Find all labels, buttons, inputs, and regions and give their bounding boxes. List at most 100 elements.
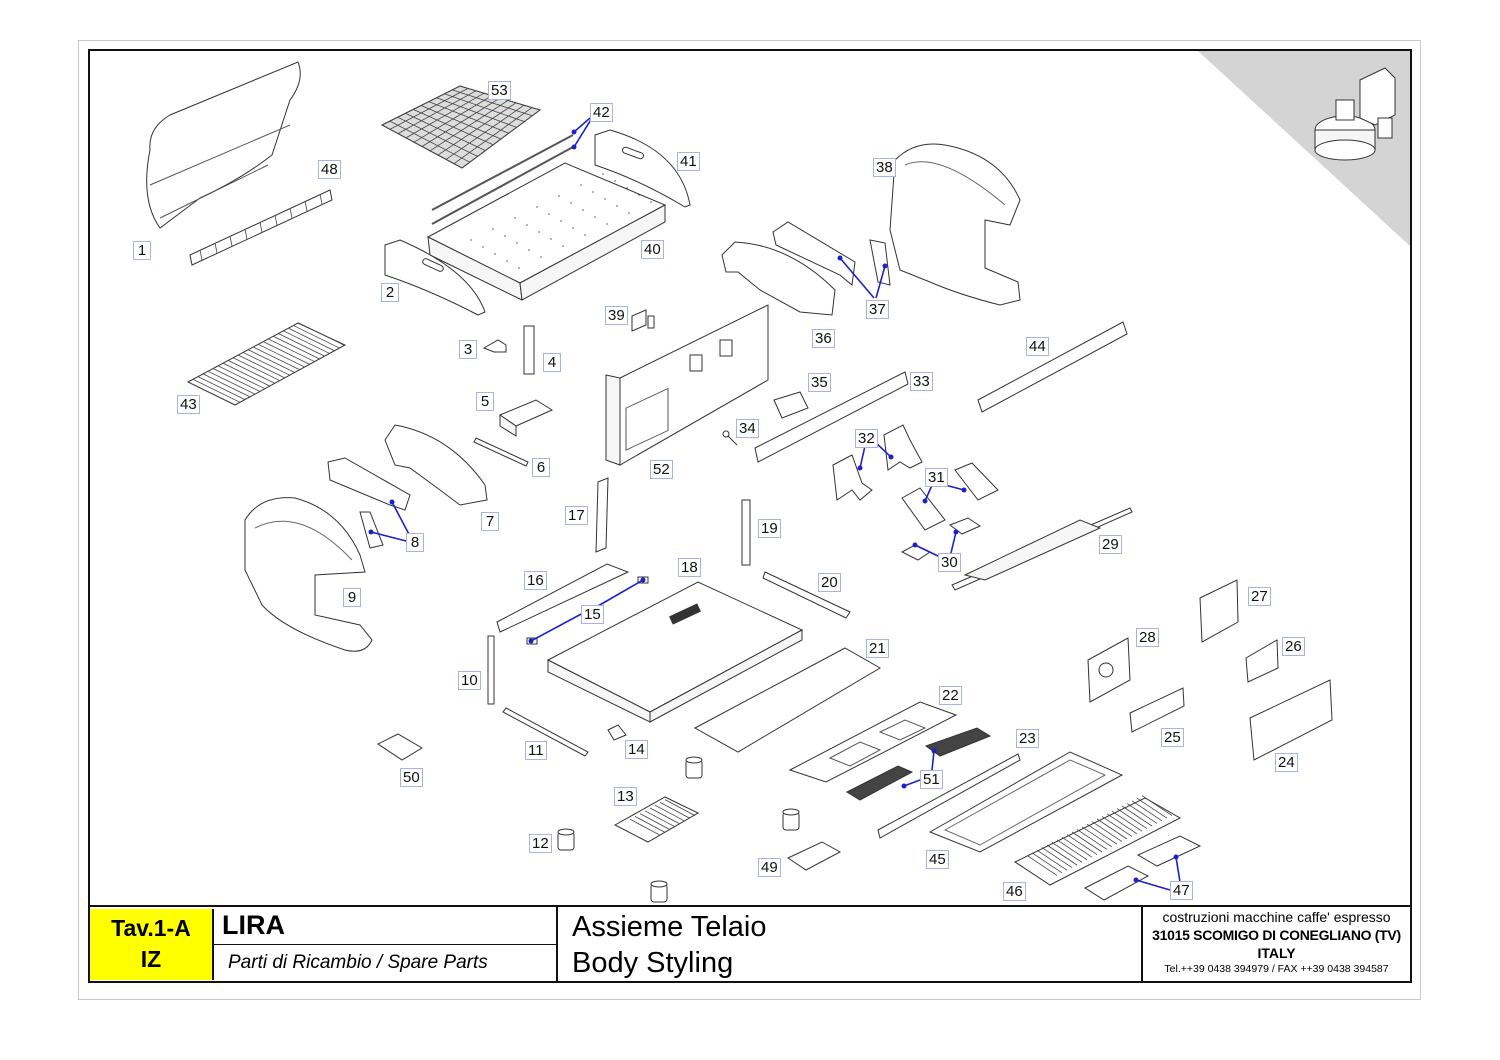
part-label-20: 20 (818, 573, 841, 592)
part-label-50: 50 (400, 768, 423, 787)
part-drawing-50 (377, 733, 423, 761)
part-drawing-33 (754, 371, 909, 463)
part-label-44: 44 (1026, 337, 1049, 356)
sheet-variant: IZ (140, 946, 162, 972)
part-drawing-21 (693, 647, 881, 753)
part-drawing-22 (788, 701, 958, 783)
part-drawing-31 (901, 462, 999, 531)
part-drawing-14 (607, 724, 627, 741)
leader-lines (368, 117, 1181, 891)
part-drawing-17 (595, 477, 609, 553)
part-drawing-46 (1013, 795, 1182, 886)
description-english: Body Styling (572, 947, 734, 979)
company-country: ITALY (1257, 945, 1296, 961)
part-label-33: 33 (910, 372, 933, 391)
part-drawing-26 (1245, 639, 1279, 683)
part-drawing-27 (1199, 579, 1239, 643)
assembly-description: Assieme Telaio Body Styling (558, 907, 1143, 981)
part-drawing-18 (546, 581, 804, 723)
part-drawing-19 (741, 499, 751, 566)
part-label-29: 29 (1099, 535, 1122, 554)
part-label-5: 5 (476, 392, 494, 411)
part-drawing-1 (146, 61, 301, 229)
part-label-11: 11 (525, 741, 547, 760)
part-drawing-43 (186, 322, 347, 406)
part-label-52: 52 (650, 460, 673, 479)
part-label-46: 46 (1003, 882, 1026, 901)
part-drawing-5 (498, 399, 554, 437)
part-label-45: 45 (926, 850, 949, 869)
part-label-19: 19 (758, 519, 781, 538)
part-label-43: 43 (177, 395, 200, 414)
company-address: 31015 SCOMIGO DI CONEGLIANO (TV) (1152, 927, 1401, 943)
part-label-25: 25 (1161, 728, 1184, 747)
part-label-48: 48 (318, 160, 341, 179)
part-label-22: 22 (939, 686, 962, 705)
part-label-28: 28 (1136, 628, 1159, 647)
part-drawing-38 (889, 143, 1021, 306)
part-drawing-32 (832, 424, 923, 501)
part-label-7: 7 (481, 512, 499, 531)
company-tagline: costruzioni macchine caffe' espresso (1162, 909, 1391, 925)
part-drawing-16 (496, 563, 630, 633)
part-label-23: 23 (1016, 729, 1039, 748)
part-label-10: 10 (458, 671, 481, 690)
part-label-37: 37 (866, 300, 889, 319)
part-drawing-7 (384, 424, 488, 506)
part-drawing-2 (384, 239, 486, 316)
part-drawing-6 (473, 437, 529, 467)
part-drawing-42 (431, 134, 574, 225)
part-label-26: 26 (1282, 637, 1305, 656)
sheet-subtitle: Parti di Ricambio / Spare Parts (214, 945, 558, 981)
part-label-47: 47 (1170, 881, 1193, 900)
part-drawing-35 (773, 391, 809, 419)
part-drawing-41 (594, 129, 691, 208)
part-drawing-12 (557, 828, 575, 851)
part-drawing-28 (1087, 637, 1131, 703)
part-drawing-34 (722, 430, 738, 446)
foot-drawing (685, 756, 703, 779)
part-label-1: 1 (133, 241, 151, 260)
part-label-17: 17 (565, 506, 588, 525)
corner-shade (1198, 51, 1410, 246)
part-drawing-25 (1129, 687, 1185, 733)
part-label-8: 8 (406, 533, 424, 552)
drawing-frame (88, 49, 1412, 983)
company-contact: Tel.++39 0438 394979 / FAX ++39 0438 394… (1164, 963, 1389, 975)
part-label-51: 51 (920, 770, 943, 789)
part-label-24: 24 (1275, 753, 1298, 772)
part-drawing-39 (631, 309, 655, 332)
part-drawing-29 (951, 507, 1133, 591)
part-drawing-48 (189, 189, 333, 266)
part-label-36: 36 (812, 329, 835, 348)
description-italian: Assieme Telaio (572, 911, 767, 943)
title-block: Tav.1-A IZ LIRA Parti di Ricambio / Spar… (88, 905, 1412, 983)
part-drawing-9 (244, 497, 373, 652)
company-info: costruzioni macchine caffe' espresso 310… (1143, 907, 1410, 981)
part-label-14: 14 (625, 740, 648, 759)
foot-drawing (782, 808, 800, 831)
inset-component-drawing (1314, 67, 1396, 161)
part-drawing-53 (380, 85, 542, 169)
part-label-41: 41 (677, 152, 700, 171)
part-label-38: 38 (873, 158, 896, 177)
part-label-2: 2 (381, 283, 399, 302)
part-drawing-13 (613, 796, 700, 843)
part-drawing-52 (605, 304, 769, 466)
part-drawing-3 (482, 339, 507, 353)
model-name: LIRA (214, 907, 558, 945)
part-label-53: 53 (488, 81, 511, 100)
part-drawing-20 (762, 571, 851, 619)
part-drawing-37 (772, 221, 891, 286)
part-drawing-45 (928, 751, 1124, 853)
part-drawing-44 (977, 321, 1128, 413)
part-drawing-47 (1083, 835, 1202, 901)
part-drawing-4 (523, 325, 535, 375)
part-label-6: 6 (532, 458, 550, 477)
sheet-code-box: Tav.1-A IZ (90, 909, 214, 980)
part-drawing-40 (426, 162, 667, 301)
part-drawing-10 (487, 635, 495, 705)
part-label-42: 42 (590, 103, 613, 122)
part-drawing-49 (786, 841, 842, 871)
